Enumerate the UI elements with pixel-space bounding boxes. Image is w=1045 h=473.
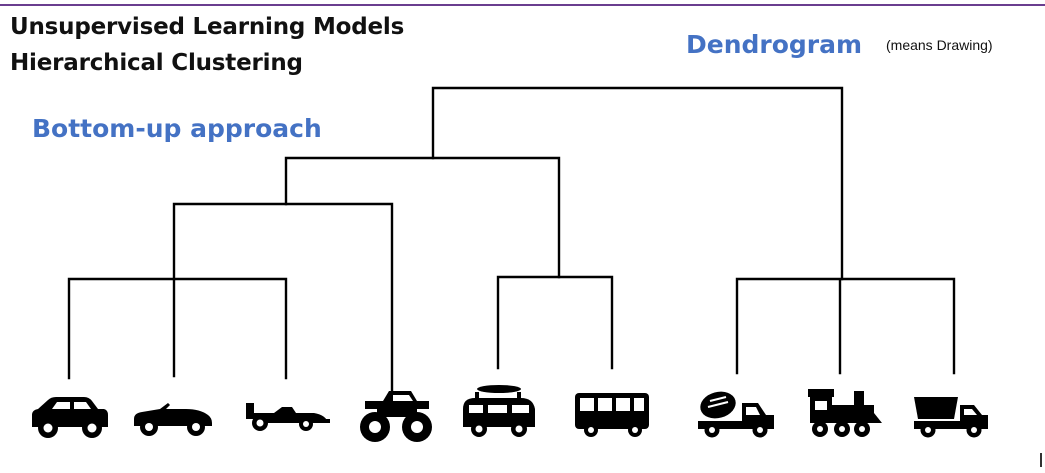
branch-left-middle [284,156,561,279]
leaf-locomotive [800,383,886,443]
top-divider [0,4,1045,6]
bus-icon [569,383,655,443]
leaf-convertible [130,383,216,443]
leaf-camper-van [455,383,541,443]
branch-cars-cluster [67,277,288,380]
leaf-cement-mixer [694,383,780,443]
dump-truck-icon [910,383,996,443]
title-line-1: Unsupervised Learning Models [10,14,405,40]
leaf-car [26,383,112,443]
branch-van-bus [496,275,614,370]
branch-root [431,86,844,281]
edge-marker [1040,453,1042,467]
convertible-car-icon [130,383,216,443]
slide-title: Unsupervised Learning Models Hierarchica… [10,9,404,81]
locomotive-icon [800,383,886,443]
leaf-monster-truck [353,383,439,443]
leaf-bus [569,383,655,443]
bottom-up-approach-label: Bottom-up approach [32,114,322,143]
means-drawing-note: (means Drawing) [886,37,993,53]
monster-truck-icon [353,383,439,443]
leaf-dump-truck [910,383,996,443]
title-line-2: Hierarchical Clustering [10,50,303,76]
race-car-icon [244,383,330,443]
branch-left-group [172,202,394,394]
cement-mixer-truck-icon [694,383,780,443]
branch-trucks-cluster [735,277,956,375]
dendrogram-label: Dendrogram [686,30,863,59]
leaf-race-car [244,383,330,443]
car-icon [26,383,112,443]
camper-van-icon [455,383,541,443]
